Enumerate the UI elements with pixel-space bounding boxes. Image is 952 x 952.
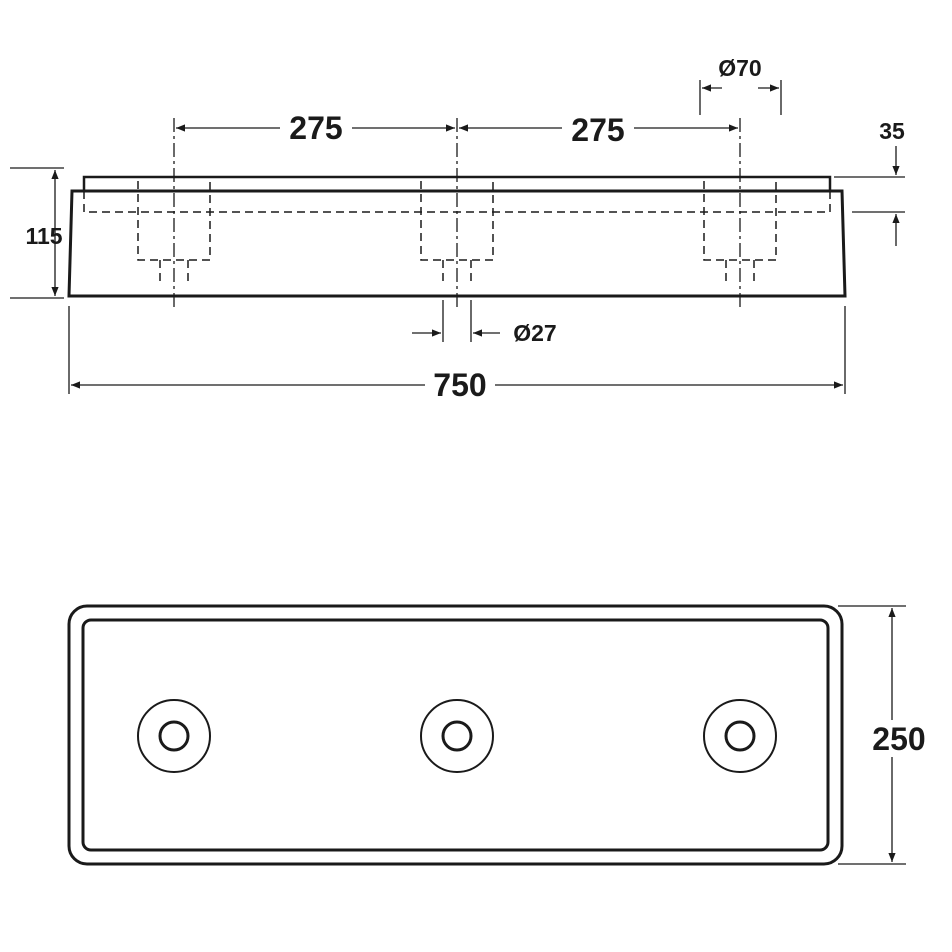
dim-overall-length [68,306,846,394]
dim-bolt-hole [412,300,500,342]
label-overall-length: 750 [433,367,486,403]
label-counterbore-diameter: Ø70 [718,55,761,81]
label-width: 250 [872,721,925,757]
bolt-hole-right [703,699,777,773]
label-spacing-right: 275 [571,112,624,148]
label-height: 115 [25,223,62,249]
dim-width [838,605,906,865]
label-top-step: 35 [879,118,905,144]
bolt-hole-middle [420,699,494,773]
side-body-outline [67,189,847,298]
dim-counterbore [699,80,782,115]
top-outer-outline [67,604,844,866]
top-inner-outline [81,618,830,852]
top-view [67,604,906,866]
label-spacing-left: 275 [289,110,342,146]
label-bolt-hole-diameter: Ø27 [513,320,556,346]
dim-height [10,167,64,299]
bolt-hole-left [137,699,211,773]
side-view [10,80,905,394]
center-lines [173,118,741,308]
dim-top-step [834,146,905,246]
